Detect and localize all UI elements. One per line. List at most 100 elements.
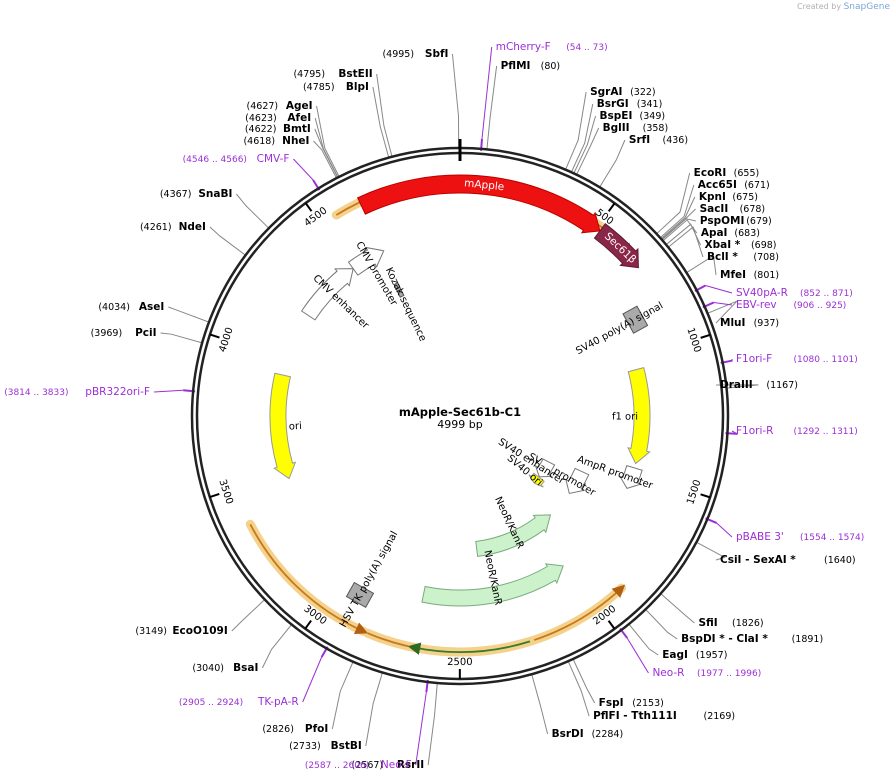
leader-line — [427, 682, 438, 766]
feature-neor-kanr-9[interactable] — [475, 514, 552, 557]
plasmid-title: mApple-Sec61b-C1 4999 bp — [399, 405, 521, 431]
enzyme-name: BstBI — [331, 740, 362, 752]
primer-sv40pa-r[interactable]: SV40pA-R(852 .. 871) — [736, 287, 853, 299]
enzyme-site-ecoo109i[interactable]: EcoO109I(3149) — [135, 625, 227, 637]
feature-neor-kanr-10[interactable] — [421, 563, 564, 607]
primer-leader — [716, 522, 733, 538]
enzyme-site-ecori[interactable]: EcoRI(655) — [694, 167, 760, 179]
leader-line — [160, 332, 203, 344]
enzyme-name: BstEII — [338, 68, 372, 80]
enzyme-site-pflmi[interactable]: PflMI(80) — [501, 60, 561, 72]
enzyme-site-pcii[interactable]: PciI(3969) — [91, 327, 157, 339]
primer-neo-f[interactable]: Neo-F(2587 .. 2606) — [305, 759, 412, 771]
primer-name: Neo-R — [652, 667, 684, 679]
feature-ampr-promoter-5[interactable] — [618, 465, 643, 489]
enzyme-name: SfiI — [698, 617, 717, 629]
primer-pbabe-3[interactable]: pBABE 3'(1554 .. 1574) — [736, 531, 864, 543]
primer-cmv-f[interactable]: CMV-F(4546 .. 4566) — [183, 153, 290, 165]
enzyme-name: AgeI — [286, 100, 313, 112]
enzyme-name: ApaI — [701, 227, 728, 239]
enzyme-site-apai[interactable]: ApaI (683) — [701, 227, 760, 239]
leader-line — [707, 300, 738, 324]
enzyme-position: (3149) — [135, 626, 167, 637]
feature-ori-11[interactable] — [269, 372, 297, 480]
enzyme-site-sbfi[interactable]: SbfI(4995) — [382, 48, 448, 60]
enzyme-site-bspdi-clai[interactable]: BspDI * - ClaI *(1891) — [681, 633, 823, 645]
enzyme-site-bcli[interactable]: BclI *(708) — [707, 251, 779, 263]
tick-label-2500: 2500 — [447, 657, 472, 668]
feature-sv40-enhancer-7[interactable] — [534, 458, 556, 478]
enzyme-site-acc65i[interactable]: Acc65I(671) — [698, 179, 770, 191]
feature-cmv-promoter-2[interactable] — [347, 246, 385, 276]
enzyme-site-ndei[interactable]: NdeI(4261) — [140, 221, 206, 233]
enzyme-site-afei[interactable]: AfeI(4623) — [245, 112, 311, 124]
enzyme-position: (4795) — [293, 69, 325, 80]
primer-mcherry-f[interactable]: mCherry-F(54 .. 73) — [496, 41, 608, 53]
enzyme-site-bglii[interactable]: BglII(358) — [603, 122, 669, 134]
feature-sv40-ori-8[interactable] — [528, 472, 545, 488]
feature-kozak-sequence[interactable] — [393, 282, 405, 298]
enzyme-name: BmtI — [283, 123, 311, 135]
enzyme-site-bsai[interactable]: BsaI(3040) — [192, 662, 258, 674]
enzyme-site-draiii[interactable]: DraIII(1167) — [720, 379, 798, 391]
enzyme-site-csii-sexai[interactable]: CsiI - SexAI *(1640) — [720, 554, 856, 566]
primer-neo-r[interactable]: Neo-R(1977 .. 1996) — [652, 667, 761, 679]
leader-line — [661, 218, 696, 241]
enzyme-site-fspi[interactable]: FspI(2153) — [599, 697, 664, 709]
feature-sv40-promoter-6[interactable] — [565, 467, 590, 495]
enzyme-position: (678) — [740, 204, 766, 215]
primer-f1ori-r[interactable]: F1ori-R(1292 .. 1311) — [736, 425, 858, 437]
enzyme-position: (4785) — [303, 82, 335, 93]
enzyme-site-asei[interactable]: AseI(4034) — [98, 301, 164, 313]
enzyme-site-nhei[interactable]: NheI(4618) — [243, 135, 309, 147]
enzyme-site-bspei[interactable]: BspEI(349) — [600, 110, 666, 122]
primer-f1ori-f[interactable]: F1ori-F(1080 .. 1101) — [736, 353, 858, 365]
primer-leader — [481, 46, 493, 139]
enzyme-site-bstbi[interactable]: BstBI(2733) — [289, 740, 362, 752]
enzyme-site-agei[interactable]: AgeI(4627) — [247, 100, 313, 112]
enzyme-site-sfii[interactable]: SfiI(1826) — [698, 617, 763, 629]
enzyme-site-bsteii[interactable]: BstEII (4795) — [293, 68, 372, 80]
enzyme-site-bmti[interactable]: BmtI(4622) — [245, 123, 311, 135]
enzyme-site-bsrgi[interactable]: BsrGI(341) — [597, 98, 663, 110]
primer-ebv-rev[interactable]: EBV-rev(906 .. 925) — [736, 299, 846, 311]
outer-arc-3 — [407, 640, 531, 655]
primer-pbr322ori-f[interactable]: pBR322ori-F(3814 .. 3833) — [4, 386, 150, 398]
feature-f1-ori-4[interactable] — [627, 367, 651, 465]
enzyme-site-blpi[interactable]: BlpI(4785) — [303, 81, 369, 93]
enzyme-position: (683) — [734, 228, 760, 239]
enzyme-site-pflfi-tth111i[interactable]: PflFI - Tth111I(2169) — [593, 710, 735, 722]
enzyme-position: (4995) — [382, 49, 414, 60]
primer-range: (852 .. 871) — [800, 289, 853, 299]
feature-sec61-1[interactable] — [593, 223, 639, 269]
enzyme-site-rsrii[interactable]: RsrII(2567) — [352, 759, 425, 771]
feature-hsv-tk-poly-a-signal[interactable] — [345, 581, 375, 608]
primer-leader — [626, 637, 649, 674]
enzyme-site-mfei[interactable]: MfeI(801) — [720, 269, 779, 281]
tick-500 — [607, 202, 616, 212]
enzyme-site-sacii[interactable]: SacII(678) — [700, 203, 766, 215]
enzyme-site-xbai[interactable]: XbaI *(698) — [705, 239, 777, 251]
feature-sv40-poly-a-signal[interactable] — [622, 305, 649, 334]
enzyme-site-bsrdi[interactable]: BsrDI(2284) — [552, 728, 624, 740]
enzyme-position: (2169) — [703, 711, 735, 722]
enzyme-site-eagi[interactable]: EagI(1957) — [662, 649, 727, 661]
enzyme-position: (4367) — [160, 189, 192, 200]
leader-line — [372, 86, 390, 158]
primer-tk-pa-r[interactable]: TK-pA-R(2905 .. 2924) — [179, 696, 299, 708]
enzyme-site-srfi[interactable]: SrfI(436) — [629, 134, 688, 146]
leader-line — [696, 541, 726, 561]
enzyme-site-mlui[interactable]: MluI(937) — [720, 317, 779, 329]
enzyme-site-kpni[interactable]: KpnI(675) — [699, 191, 758, 203]
enzyme-site-sgrai[interactable]: SgrAI(322) — [590, 86, 656, 98]
leader-line — [599, 139, 626, 188]
enzyme-site-snabi[interactable]: SnaBI(4367) — [160, 188, 233, 200]
primer-name: F1ori-R — [736, 425, 773, 437]
primer-leader — [153, 389, 184, 393]
enzyme-site-pspomi[interactable]: PspOMI(679) — [700, 215, 772, 227]
feature-cmv-enhancer-3[interactable] — [300, 268, 354, 321]
enzyme-name: BsrGI — [597, 98, 629, 110]
leader-line — [261, 624, 293, 669]
leader-line — [236, 193, 270, 229]
enzyme-site-pfoi[interactable]: PfoI(2826) — [262, 723, 328, 735]
